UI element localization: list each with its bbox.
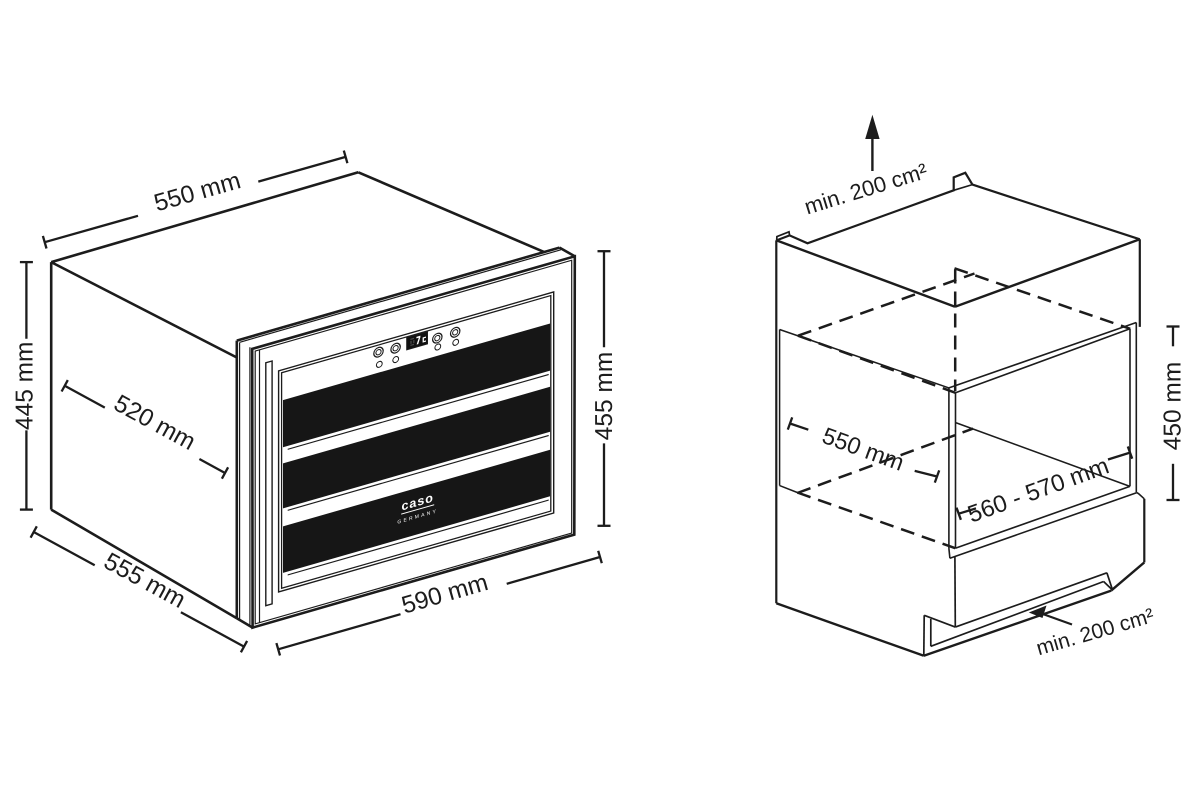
svg-text:560 - 570 mm: 560 - 570 mm <box>964 452 1112 528</box>
svg-text:445 mm: 445 mm <box>12 342 39 431</box>
svg-text:min. 200 cm²: min. 200 cm² <box>801 158 930 219</box>
svg-text:min. 200 cm²: min. 200 cm² <box>1034 604 1157 660</box>
svg-text:555 mm: 555 mm <box>99 548 190 614</box>
svg-text:590 mm: 590 mm <box>399 569 492 619</box>
svg-text:455 mm: 455 mm <box>591 352 618 441</box>
svg-text:520 mm: 520 mm <box>109 390 200 456</box>
svg-text:450 mm: 450 mm <box>1160 362 1187 451</box>
